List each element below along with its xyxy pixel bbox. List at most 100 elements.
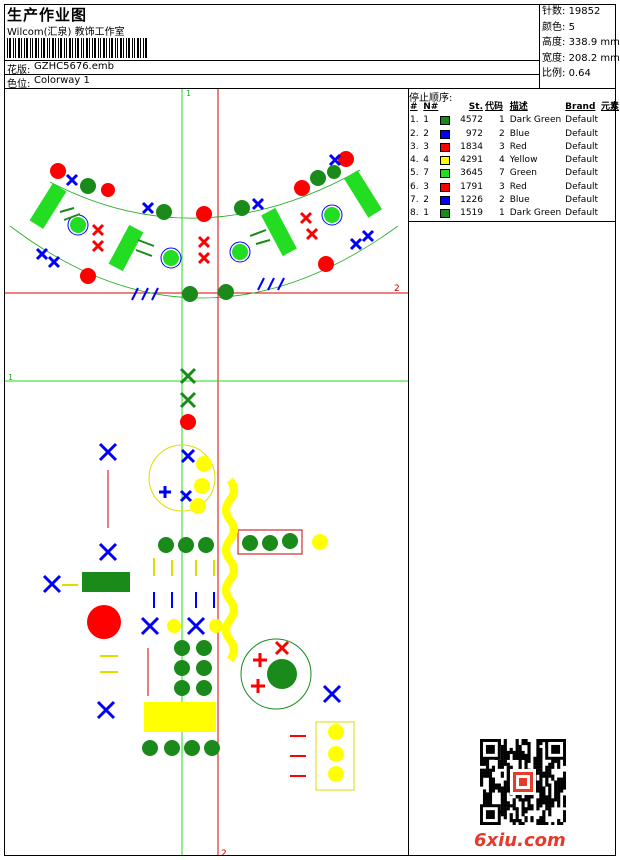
yellow-outline-box xyxy=(315,721,355,791)
stats-divider xyxy=(539,4,540,88)
stitch-dot xyxy=(184,740,200,756)
stitch-line xyxy=(267,277,275,291)
stitch-dot xyxy=(294,180,310,196)
stitch-dot xyxy=(318,256,334,272)
stitch-dot xyxy=(198,537,214,553)
color-swatch xyxy=(440,209,451,219)
seq-element xyxy=(600,128,620,141)
sequence-title: 停止顺序: xyxy=(409,93,453,104)
cross-mark xyxy=(35,247,49,261)
seq-num: 8. xyxy=(410,208,419,219)
stitch-line xyxy=(59,207,75,213)
seq-code: 3 xyxy=(498,141,505,152)
cross-mark xyxy=(179,391,197,409)
stitch-dot xyxy=(174,660,190,676)
stitch-dot xyxy=(327,165,341,179)
seq-stitches: 1519 xyxy=(460,208,483,219)
stitch-dot xyxy=(167,619,181,633)
seq-code: 1 xyxy=(498,208,505,219)
col-header: 元素 xyxy=(600,102,619,112)
stat-height: 高度: 338.9 mm xyxy=(542,37,620,48)
stitch-dot xyxy=(196,206,212,222)
stat-stitches: 针数: 19852 xyxy=(542,6,601,17)
green-satin-block xyxy=(344,170,382,218)
seq-stitches: 4291 xyxy=(460,155,483,166)
header-divider xyxy=(4,88,616,89)
stitch-dot xyxy=(142,740,158,756)
seq-num: 3. xyxy=(410,141,419,152)
seq-code: 7 xyxy=(498,168,505,179)
seq-needle: 7 xyxy=(423,168,429,179)
stitch-dot xyxy=(338,151,354,167)
seq-needle: 1 xyxy=(423,208,429,219)
cross-mark xyxy=(361,229,375,243)
stitch-dot xyxy=(232,244,248,260)
stitch-dot xyxy=(80,178,96,194)
outline-circle xyxy=(321,204,343,226)
stitch-dot xyxy=(156,204,172,220)
seq-stitches-cell: 4291 xyxy=(439,154,484,167)
color-swatch xyxy=(440,182,451,192)
stitch-dot xyxy=(163,250,179,266)
col-header: N# xyxy=(423,102,439,112)
seq-needle: 2 xyxy=(423,195,429,206)
sequence-bottom-divider xyxy=(408,221,616,222)
seq-needle: 1 xyxy=(423,115,429,126)
stitch-dot xyxy=(178,537,194,553)
guide-label: 1 xyxy=(186,89,191,98)
outline-circle xyxy=(229,241,251,263)
seq-stitches: 1791 xyxy=(460,181,483,192)
col-header: # xyxy=(410,102,418,112)
seq-stitches-cell: 4572 xyxy=(439,114,484,127)
stitch-dot xyxy=(196,640,212,656)
guide-label: 1 xyxy=(8,373,13,382)
cross-mark xyxy=(141,201,155,215)
seq-desc: Dark Green xyxy=(509,208,562,219)
plus-mark xyxy=(159,486,171,498)
color-swatch xyxy=(440,156,451,166)
seq-num: 7. xyxy=(410,195,419,206)
stitch-line xyxy=(151,287,159,301)
color-swatch xyxy=(440,169,451,179)
seq-code: 2 xyxy=(498,195,505,206)
stat-scale: 比例: 0.64 xyxy=(542,68,591,79)
seq-stitches: 1226 xyxy=(460,195,483,206)
seq-stitches-cell: 1834 xyxy=(439,141,484,154)
cross-mark xyxy=(98,442,118,462)
seq-desc: Blue xyxy=(509,128,530,139)
design-label: 花版: xyxy=(7,65,31,76)
cross-mark xyxy=(274,640,290,656)
stitch-dot xyxy=(282,533,298,549)
seq-element xyxy=(600,141,620,154)
arc-outline xyxy=(9,225,399,299)
page-title: 生产作业图 xyxy=(7,6,88,24)
seq-desc: Red xyxy=(509,141,527,152)
colorway-row-divider xyxy=(4,74,539,75)
color-swatch xyxy=(440,196,451,206)
seq-stitches: 972 xyxy=(465,128,483,139)
seq-stitches-cell: 1519 xyxy=(439,207,484,220)
seq-element xyxy=(600,154,620,167)
seq-stitches: 3645 xyxy=(460,168,483,179)
seq-code: 3 xyxy=(498,181,505,192)
stitch-dot xyxy=(310,170,326,186)
seq-brand: Default xyxy=(565,128,599,139)
col-header: 描述 xyxy=(509,102,528,112)
seq-stitches-cell: 3645 xyxy=(439,167,484,180)
cross-mark xyxy=(328,153,342,167)
seq-stitches-cell: 1791 xyxy=(439,181,484,194)
stitch-dot xyxy=(70,217,86,233)
seq-code: 1 xyxy=(498,115,505,126)
seq-element xyxy=(600,167,620,180)
plus-mark xyxy=(251,679,265,693)
sheet-frame xyxy=(4,4,616,856)
guide-label: 2 xyxy=(221,849,227,855)
stitch-line xyxy=(63,213,81,221)
cross-mark xyxy=(91,223,105,237)
cross-mark xyxy=(98,542,118,562)
